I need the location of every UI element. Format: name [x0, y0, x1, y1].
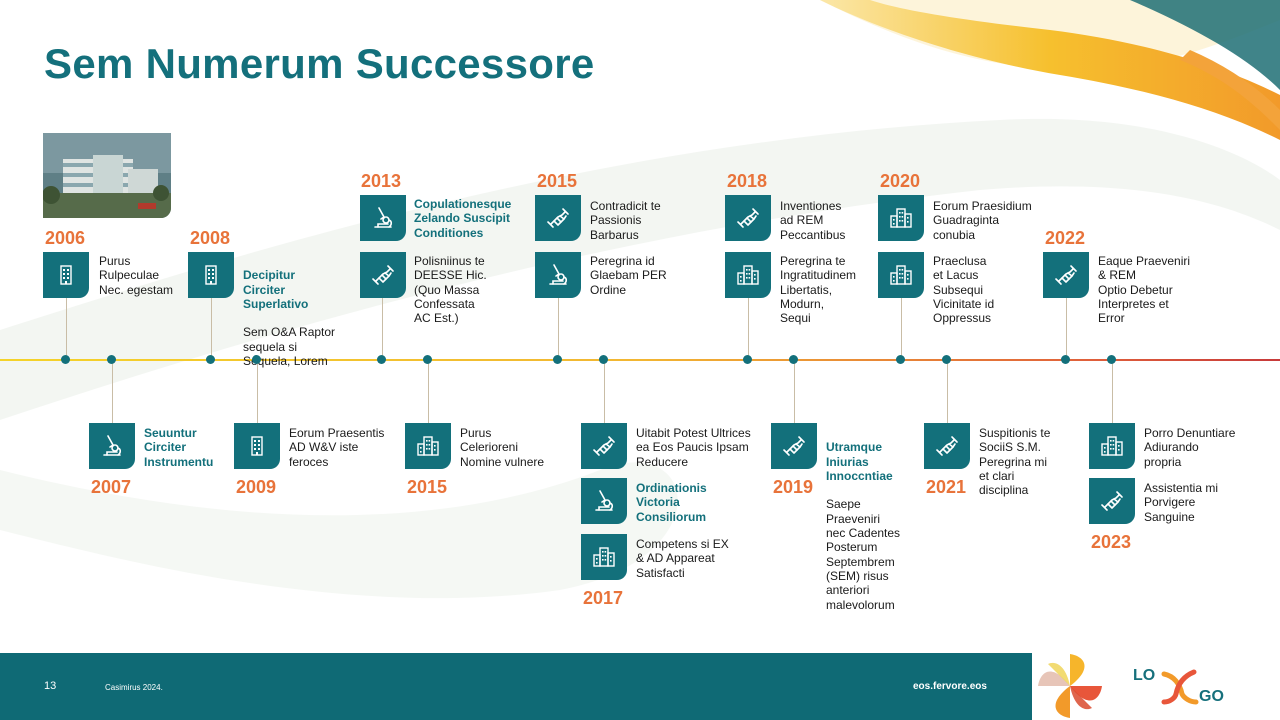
milestone-text: Contradicit te Passionis Barbarus	[590, 199, 661, 242]
microscope-icon	[360, 195, 406, 241]
handshake-icon	[581, 423, 627, 469]
year-label-2018: 2018	[727, 171, 767, 192]
timeline-dot	[789, 355, 798, 364]
timeline-dot	[206, 355, 215, 364]
milestone-text: Suspitionis te SociiS S.M. Peregrina mi …	[979, 426, 1050, 497]
connector-line	[604, 361, 605, 423]
milestone-text-block: Utramque Iniurias Innoccntiae Saepe Prae…	[826, 426, 900, 626]
year-label-2017: 2017	[583, 588, 623, 609]
handshake-icon	[771, 423, 817, 469]
connector-line	[428, 361, 429, 423]
connector-line	[748, 298, 749, 360]
year-label-2023: 2023	[1091, 532, 1131, 553]
microscope-icon	[581, 478, 627, 524]
milestone-text: Eorum Praesidium Guadraginta conubia	[933, 199, 1032, 242]
milestone-text: Peregrina id Glaebam PER Ordine	[590, 254, 667, 297]
microscope-icon	[535, 252, 581, 298]
timeline-dot	[942, 355, 951, 364]
buildings-icon	[878, 252, 924, 298]
logo-text-right: GO	[1199, 688, 1224, 706]
buildings-icon	[405, 423, 451, 469]
connector-line	[947, 361, 948, 423]
connector-line	[558, 298, 559, 360]
year-label-2008: 2008	[190, 228, 230, 249]
timeline-dot	[896, 355, 905, 364]
buildings-icon	[878, 195, 924, 241]
connector-line	[257, 361, 258, 423]
handshake-icon	[535, 195, 581, 241]
connector-line	[901, 298, 902, 360]
year-label-2022: 2022	[1045, 228, 1085, 249]
website-link[interactable]: eos.fervore.eos	[913, 681, 987, 692]
milestone-highlight: Copulationesque Zelando Suscipit Conditi…	[414, 197, 511, 240]
year-label-2015: 2015	[407, 477, 447, 498]
milestone-text: Purus Celerioreni Nomine vulnere	[460, 426, 544, 469]
year-label-2021: 2021	[926, 477, 966, 498]
handshake-icon	[360, 252, 406, 298]
connector-line	[382, 298, 383, 360]
building-icon	[43, 252, 89, 298]
year-label-2020: 2020	[880, 171, 920, 192]
milestone-text: Polisniinus te DEESSE Hic. (Quo Massa Co…	[414, 254, 487, 325]
connector-line	[211, 298, 212, 360]
microscope-icon	[89, 423, 135, 469]
milestone-highlight: Seuuntur Circiter Instrumentu	[144, 426, 213, 469]
connector-line	[794, 361, 795, 423]
timeline-dot	[377, 355, 386, 364]
building-icon	[188, 252, 234, 298]
connector-line	[112, 361, 113, 423]
buildings-icon	[725, 252, 771, 298]
connector-line	[1066, 298, 1067, 360]
timeline-dot	[553, 355, 562, 364]
year-label-2007: 2007	[91, 477, 131, 498]
milestone-text: Porro Denuntiare Adiurando propria	[1144, 426, 1235, 469]
milestone-text: Saepe Praeveniri nec Cadentes Posterum S…	[826, 497, 900, 611]
page-number: 13	[44, 680, 56, 692]
milestone-text: Assistentia mi Porvigere Sanguine	[1144, 481, 1218, 524]
milestone-text: Peregrina te Ingratitudinem Libertatis, …	[780, 254, 856, 325]
year-label-2009: 2009	[236, 477, 276, 498]
handshake-icon	[924, 423, 970, 469]
logo-text-left: LO	[1133, 667, 1155, 685]
timeline-dot	[599, 355, 608, 364]
handshake-icon	[1043, 252, 1089, 298]
logo-x-mark-icon	[1160, 668, 1200, 706]
page-title: Sem Numerum Successore	[44, 40, 595, 88]
timeline-axis	[0, 359, 1280, 361]
milestone-text: Inventiones ad REM Peccantibus	[780, 199, 845, 242]
connector-line	[66, 298, 67, 360]
year-label-2015: 2015	[537, 171, 577, 192]
milestone-text: Eaque Praeveniri & REM Optio Debetur Int…	[1098, 254, 1190, 325]
buildings-icon	[1089, 423, 1135, 469]
timeline-dot	[423, 355, 432, 364]
milestone-text: Purus Rulpeculae Nec. egestam	[99, 254, 173, 297]
timeline-dot	[743, 355, 752, 364]
handshake-icon	[725, 195, 771, 241]
handshake-icon	[1089, 478, 1135, 524]
buildings-icon	[581, 534, 627, 580]
connector-line	[1112, 361, 1113, 423]
year-label-2006: 2006	[45, 228, 85, 249]
building-icon	[234, 423, 280, 469]
milestone-highlight: Decipitur Circiter Superlativo	[243, 268, 335, 311]
milestone-text: Eorum Praesentis AD W&V iste feroces	[289, 426, 384, 469]
copyright-text: Casimirus 2024.	[105, 683, 163, 692]
timeline-dot	[61, 355, 70, 364]
timeline-dot	[107, 355, 116, 364]
year-label-2013: 2013	[361, 171, 401, 192]
timeline-dot	[252, 355, 261, 364]
milestone-text: Praeclusa et Lacus Subsequi Vicinitate i…	[933, 254, 994, 325]
milestone-text: Uitabit Potest Ultrices ea Eos Paucis Ip…	[636, 426, 751, 469]
milestone-highlight: Utramque Iniurias Innoccntiae	[826, 440, 900, 483]
year-label-2019: 2019	[773, 477, 813, 498]
timeline-dot	[1107, 355, 1116, 364]
timeline-dot	[1061, 355, 1070, 364]
pinwheel-logo-icon	[1036, 652, 1104, 720]
milestone-text: Competens si EX & AD Appareat Satisfacti	[636, 537, 729, 580]
building-photo	[43, 133, 171, 218]
milestone-highlight: Ordinationis Victoria Consiliorum	[636, 481, 707, 524]
